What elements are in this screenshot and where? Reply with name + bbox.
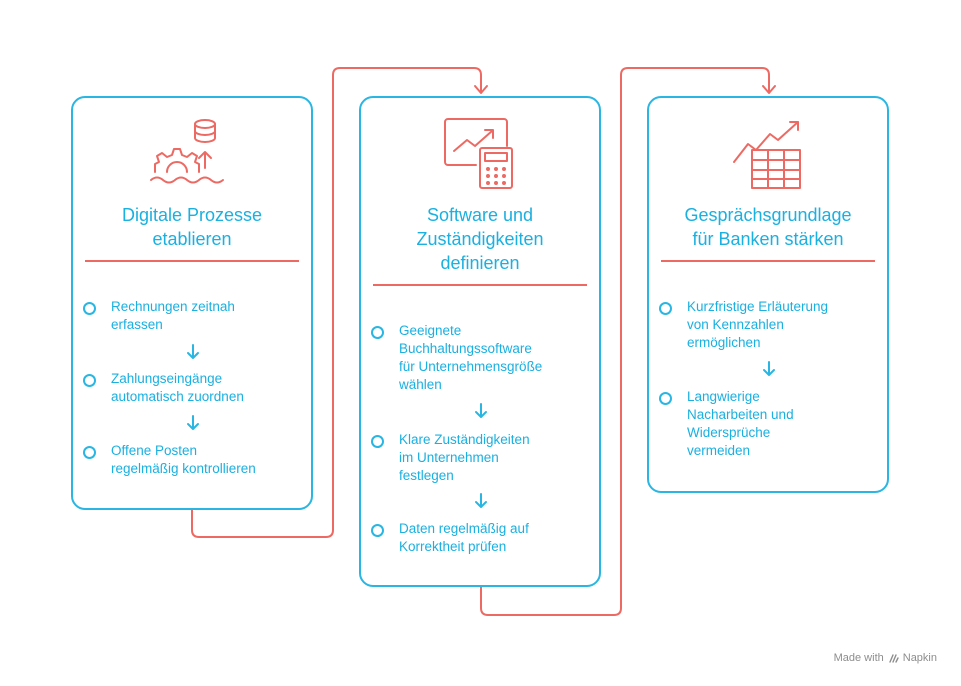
card-title: Software und Zuständigkeiten definieren [371, 203, 589, 275]
step-line: Langwierige [687, 389, 760, 404]
step-line: Zahlungseingänge [111, 371, 223, 386]
title-line: etablieren [152, 229, 232, 249]
napkin-logo-icon [889, 653, 899, 663]
step-line: Buchhaltungssoftware [399, 341, 532, 356]
footer-brand: Napkin [902, 652, 937, 664]
title-line: Software und [426, 205, 534, 225]
arrow-down-icon [475, 493, 487, 508]
step-line: ermöglichen [687, 335, 761, 350]
step-line: Rechnungen zeitnah [111, 299, 235, 314]
divider [373, 284, 587, 286]
card-bank-communication: Gesprächsgrundlage für Banken stärken Ku… [647, 96, 889, 493]
title-line: Digitale Prozesse [121, 205, 263, 225]
step-text: Kurzfristige Erläuterung von Kennzahlen … [687, 298, 873, 352]
arrow-down-icon [763, 361, 775, 376]
made-with-napkin-credit[interactable]: Made with Napkin [834, 652, 937, 664]
step-line: Geeignete [399, 323, 462, 338]
circle-bullet-icon [371, 524, 384, 537]
step-line: regelmäßig kontrollieren [111, 461, 256, 476]
card-title: Digitale Prozesse etablieren [83, 203, 301, 251]
step-line: vermeiden [687, 443, 751, 458]
title-line: definieren [440, 253, 520, 273]
divider [661, 260, 875, 262]
step-line: Daten regelmäßig auf [399, 521, 529, 536]
step-line: Widersprüche [687, 425, 771, 440]
circle-bullet-icon [83, 374, 96, 387]
step-text: Daten regelmäßig auf Korrektheit prüfen [399, 520, 585, 556]
arrow-down-icon [187, 344, 199, 359]
divider [85, 260, 299, 262]
circle-bullet-icon [83, 446, 96, 459]
card-title: Gesprächsgrundlage für Banken stärken [659, 203, 877, 251]
step-line: festlegen [399, 468, 454, 483]
title-line: Zuständigkeiten [416, 229, 544, 249]
step-line: wählen [399, 377, 442, 392]
step-line: Offene Posten [111, 443, 198, 458]
connector-2-3-arrowhead [762, 85, 776, 94]
connector-2-3 [480, 67, 770, 616]
arrow-down-icon [187, 415, 199, 430]
step-text: Klare Zuständigkeiten im Unternehmen fes… [399, 431, 585, 485]
circle-bullet-icon [371, 435, 384, 448]
step-line: Korrektheit prüfen [399, 539, 507, 554]
arrow-down-icon [475, 403, 487, 418]
step-line: von Kennzahlen [687, 317, 784, 332]
footer-prefix: Made with [833, 652, 884, 664]
card-digital-processes: Digitale Prozesse etablieren Rechnungen … [71, 96, 313, 510]
step-line: Nacharbeiten und [687, 407, 794, 422]
step-line: Kurzfristige Erläuterung [687, 299, 829, 314]
step-text: Geeignete Buchhaltungssoftware für Unter… [399, 322, 585, 394]
step-line: Klare Zuständigkeiten [399, 432, 530, 447]
step-text: Offene Posten regelmäßig kontrollieren [111, 442, 297, 478]
gear-database-upload-icon [73, 114, 311, 194]
step-line: für Unternehmensgröße [399, 359, 543, 374]
step-line: erfassen [111, 317, 163, 332]
circle-bullet-icon [659, 302, 672, 315]
chart-calculator-icon [361, 114, 599, 194]
title-line: Gesprächsgrundlage [684, 205, 852, 225]
connector-1-2 [191, 67, 482, 538]
step-line: automatisch zuordnen [111, 389, 244, 404]
circle-bullet-icon [371, 326, 384, 339]
step-text: Zahlungseingänge automatisch zuordnen [111, 370, 297, 406]
step-text: Rechnungen zeitnah erfassen [111, 298, 297, 334]
circle-bullet-icon [659, 392, 672, 405]
circle-bullet-icon [83, 302, 96, 315]
step-line: im Unternehmen [399, 450, 499, 465]
title-line: für Banken stärken [692, 229, 844, 249]
card-software-responsibilities: Software und Zuständigkeiten definieren … [359, 96, 601, 587]
trend-table-icon [649, 114, 887, 194]
step-text: Langwierige Nacharbeiten und Widersprüch… [687, 388, 873, 460]
connector-1-2-arrowhead [474, 85, 488, 94]
